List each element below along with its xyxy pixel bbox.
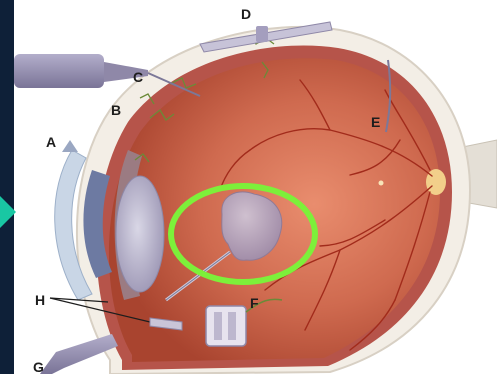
label-g: G	[33, 360, 44, 374]
label-b: B	[111, 103, 121, 117]
instrument-d-port	[256, 26, 268, 42]
label-d: D	[241, 7, 251, 21]
arrow-right-icon	[0, 196, 16, 228]
lens	[116, 176, 164, 292]
label-c: C	[133, 70, 143, 84]
label-f: F	[250, 296, 259, 310]
instrument-c-handle	[14, 54, 104, 88]
label-a: A	[46, 135, 56, 149]
label-h: H	[35, 293, 45, 307]
fovea	[379, 181, 384, 186]
label-e: E	[371, 115, 380, 129]
